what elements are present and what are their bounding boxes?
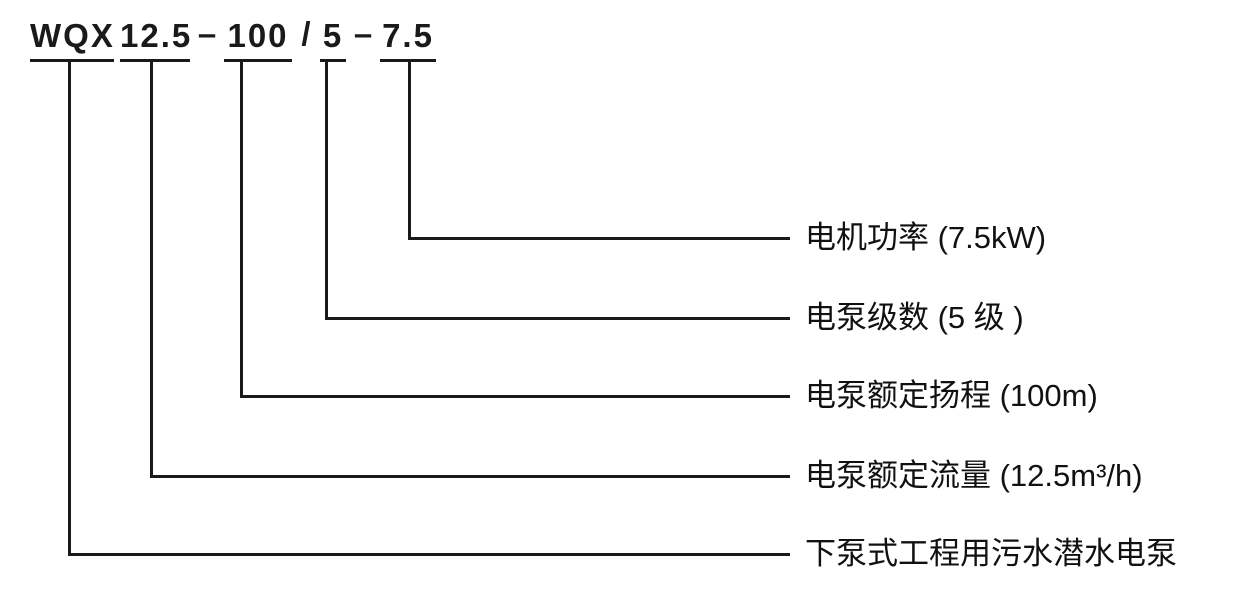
leader-hline-rated-head — [240, 395, 790, 398]
callout-label-pump-stages: 电泵级数 (5 级 ) — [805, 300, 1024, 335]
model-separator-dash: – — [197, 15, 217, 52]
leader-vline-rated-flow — [150, 62, 153, 478]
model-segment-flow: 12.5 — [120, 16, 190, 62]
model-segment-prefix: WQX — [30, 16, 114, 62]
leader-vline-motor-power — [408, 62, 411, 240]
leader-hline-rated-flow — [150, 475, 790, 478]
leader-hline-pump-type — [68, 553, 790, 556]
leader-vline-pump-type — [68, 62, 71, 556]
model-separator-slash: / — [301, 15, 311, 52]
model-segment-head: 100 — [224, 16, 292, 62]
leader-vline-rated-head — [240, 62, 243, 398]
callout-label-rated-head: 电泵额定扬程 (100m) — [805, 378, 1098, 413]
callout-label-rated-flow: 电泵额定流量 (12.5m³/h) — [805, 458, 1143, 493]
model-separator-dash2: – — [353, 15, 373, 52]
leader-hline-pump-stages — [325, 317, 790, 320]
callout-label-motor-power: 电机功率 (7.5kW) — [805, 220, 1047, 255]
callout-label-pump-type: 下泵式工程用污水潜水电泵 — [805, 536, 1177, 571]
leader-vline-pump-stages — [325, 62, 328, 320]
model-segment-stages: 5 — [320, 16, 346, 62]
leader-hline-motor-power — [408, 237, 790, 240]
model-segment-power: 7.5 — [380, 16, 436, 62]
